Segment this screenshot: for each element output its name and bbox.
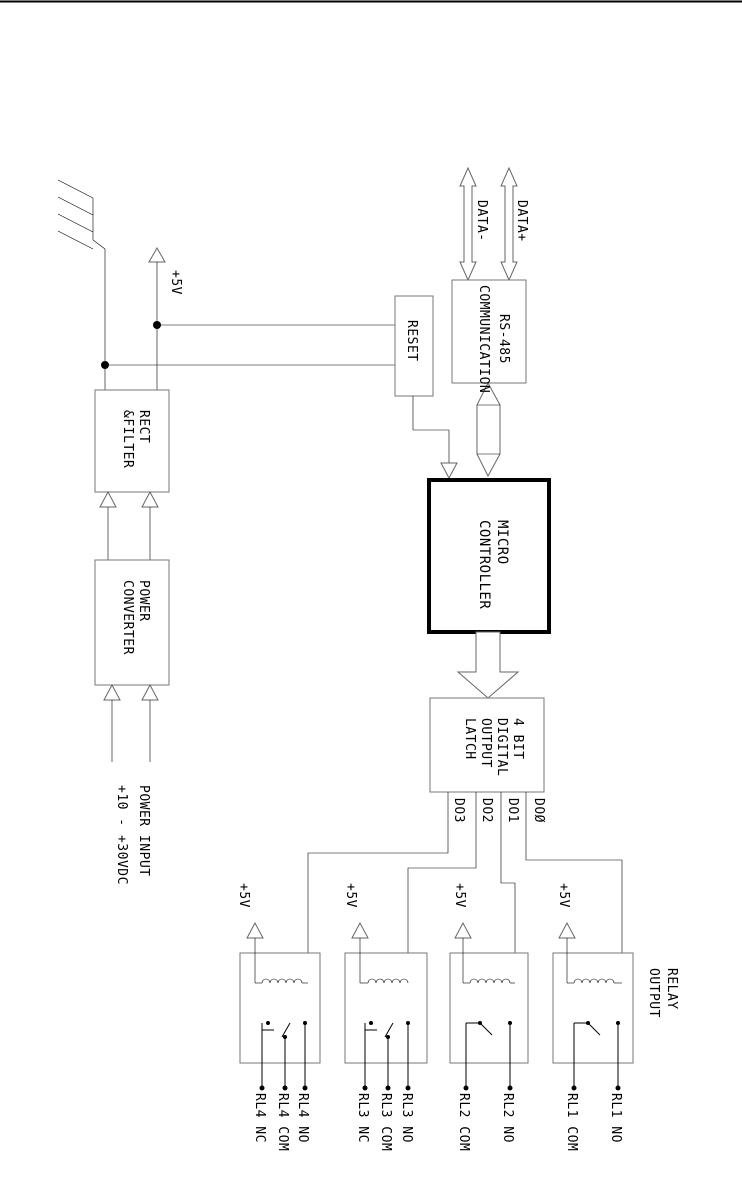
label-latch-3: OUTPUT	[478, 718, 493, 768]
label-data-plus: DATA+	[514, 200, 529, 242]
data-bus-arrows	[459, 166, 518, 282]
reset-arrow	[440, 462, 458, 480]
label-vcc-top: +5V	[168, 270, 183, 295]
arrow-up	[99, 490, 117, 508]
latch-box	[429, 697, 545, 793]
label-latch-4: LATCH	[462, 718, 477, 760]
label-vcc-rl2: +5V	[452, 883, 467, 908]
relay-2	[449, 921, 529, 1091]
label-vcc-rl3: +5V	[343, 883, 358, 908]
relay-1	[552, 921, 634, 1091]
label-rl1-no: RL1 NO	[608, 1093, 623, 1143]
label-rs485: RS-485	[496, 314, 511, 364]
label-rl4-nc: RL4 NC	[252, 1093, 267, 1143]
label-do0: DOØ	[531, 798, 546, 823]
label-rl4-no: RL4 NO	[295, 1093, 310, 1143]
bidirectional-link	[476, 381, 501, 478]
label-rect: RECT	[136, 410, 151, 443]
label-power: POWER	[136, 580, 151, 622]
label-filter: &FILTER	[120, 410, 135, 468]
relay-4	[239, 921, 321, 1091]
vcc-arrow	[148, 246, 166, 390]
label-communication: COMMUNICATION	[476, 285, 491, 393]
label-rl1-com: RL1 COM	[564, 1093, 579, 1151]
microcontroller-box	[427, 478, 551, 634]
label-latch-1: 4 BIT	[510, 718, 525, 760]
label-latch-2: DIGITAL	[494, 718, 509, 776]
label-data-minus: DATA-	[474, 200, 489, 242]
label-do2: DO2	[479, 798, 494, 823]
arrow-up	[141, 683, 159, 701]
label-converter: CONVERTER	[120, 580, 135, 655]
label-do3: DO3	[451, 798, 466, 823]
label-micro: MICRO	[494, 520, 510, 565]
arrow-up	[103, 683, 121, 701]
label-relay: RELAY	[664, 968, 679, 1010]
label-rl3-nc: RL3 NC	[355, 1093, 370, 1143]
ground-symbol	[57, 179, 106, 390]
label-rl4-com: RL4 COM	[275, 1093, 290, 1151]
arrow-up	[141, 490, 159, 508]
label-vcc-rl4: +5V	[236, 883, 251, 908]
label-do1: DO1	[505, 798, 520, 823]
reset-box	[394, 295, 434, 397]
junction-dot	[101, 361, 109, 369]
label-reset: RESET	[404, 320, 419, 362]
label-output: OUTPUT	[646, 968, 661, 1018]
power-converter-box	[94, 559, 170, 686]
label-rl2-no: RL2 NO	[500, 1093, 515, 1143]
label-rl2-com: RL2 COM	[456, 1093, 471, 1151]
junction-dot	[153, 321, 161, 329]
rect-filter-box	[94, 389, 170, 493]
do-wiring	[307, 792, 623, 983]
rs485-box	[451, 279, 527, 384]
label-controller: CONTROLLER	[476, 520, 492, 609]
label-rl3-no: RL3 NO	[399, 1093, 414, 1143]
label-rl3-com: RL3 COM	[378, 1093, 393, 1151]
bus-arrow	[456, 631, 520, 699]
label-power-input: POWER INPUT	[136, 785, 151, 877]
label-power-range: +10 - +30VDC	[114, 785, 129, 885]
label-vcc-rl1: +5V	[556, 883, 571, 908]
relay-3	[344, 921, 428, 1091]
